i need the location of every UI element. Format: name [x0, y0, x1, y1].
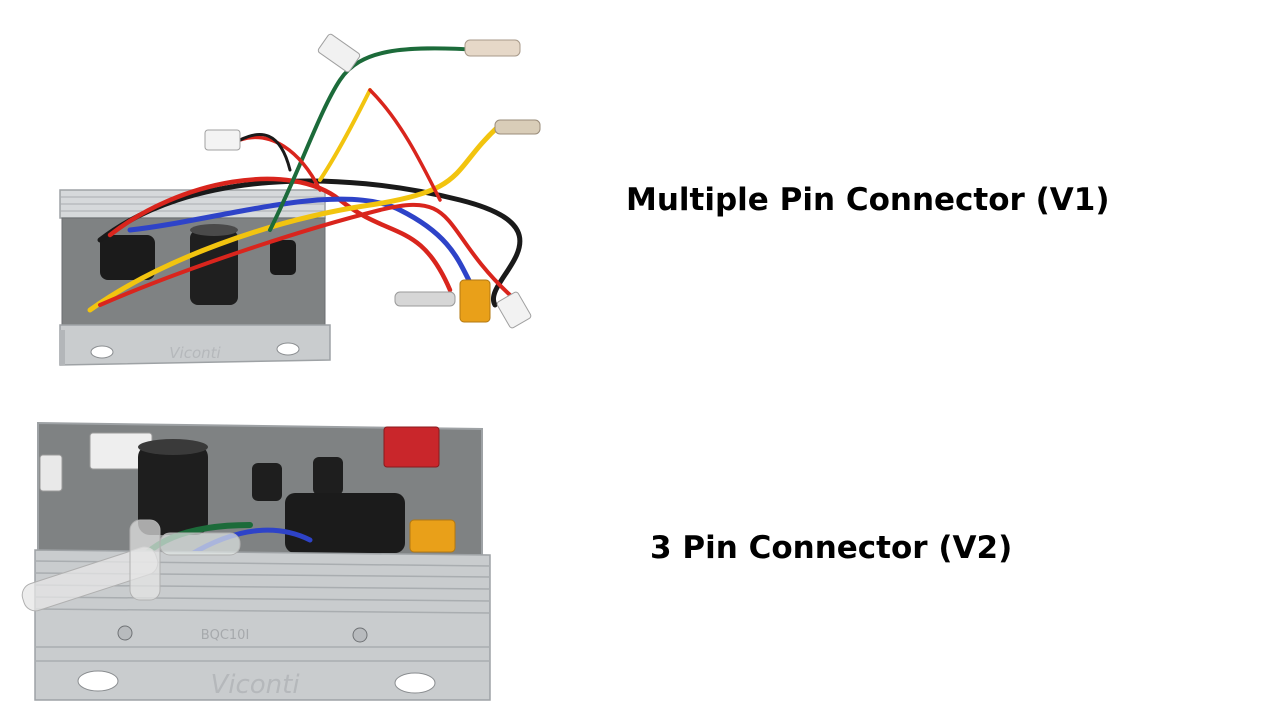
- capacitors: [100, 224, 296, 305]
- housing-brand: Viconti: [210, 670, 300, 700]
- cable-sleeves: [21, 519, 241, 612]
- controller-v2-photo: BQC10I Viconti: [20, 415, 500, 710]
- caption-3-pin-connector: 3 Pin Connector (V2): [650, 530, 1013, 566]
- caption-multiple-pin-connector: Multiple Pin Connector (V1): [626, 182, 1110, 218]
- housing-label: BQC10I: [201, 628, 250, 643]
- controller-v1-photo: Viconti: [40, 30, 560, 375]
- housing-front: Viconti: [59, 324, 331, 366]
- board-components: [39, 426, 456, 553]
- housing-brand: Viconti: [169, 344, 221, 362]
- wire-connectors: [204, 33, 541, 329]
- wire-harness: [87, 46, 523, 313]
